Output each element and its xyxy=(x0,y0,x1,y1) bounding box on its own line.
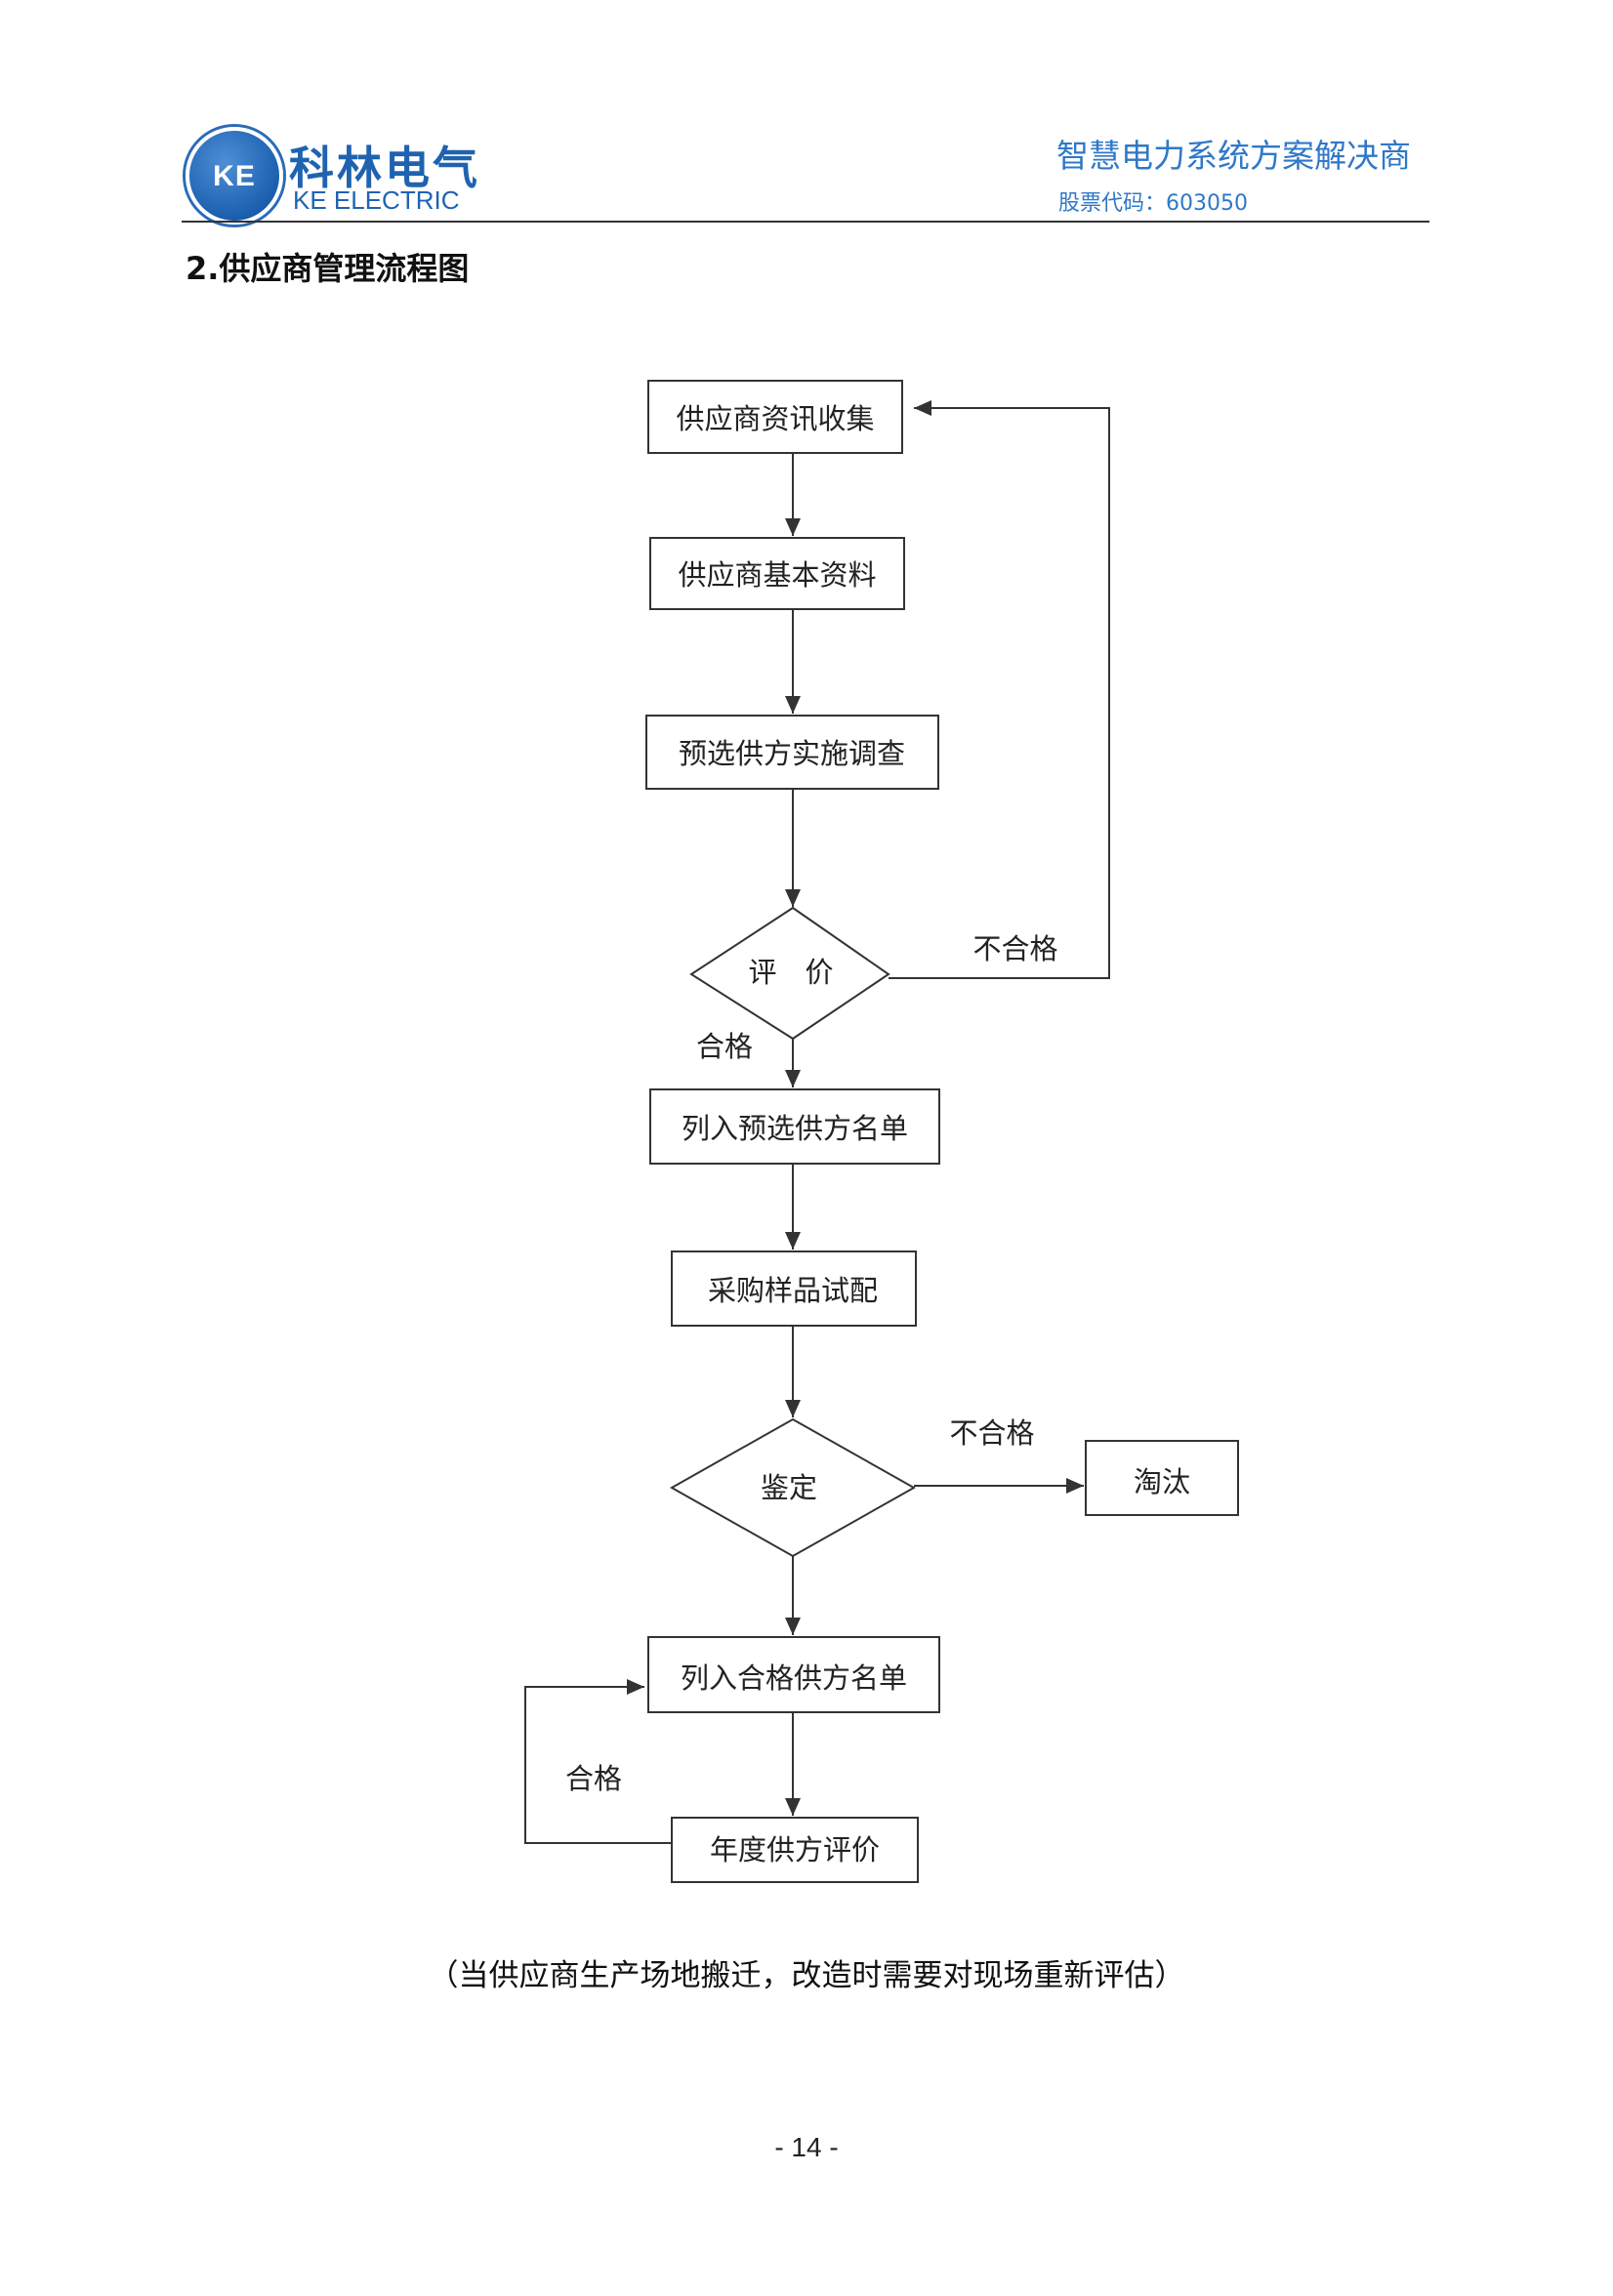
node-survey-box xyxy=(645,715,939,790)
node-preselect-box xyxy=(649,1088,940,1165)
node-basic-label: 供应商基本资料 xyxy=(678,558,876,592)
edge-evaluate-fail-loop xyxy=(889,400,1110,979)
edge-annual-pass-label: 合格 xyxy=(565,1762,622,1795)
node-annual-label: 年度供方评价 xyxy=(710,1833,880,1866)
company-name-en: KE ELECTRIC xyxy=(293,185,460,215)
figure-caption: （当供应商生产场地搬迁，改造时需要对现场重新评估） xyxy=(428,1958,1185,1993)
node-preselect-label: 列入预选供方名单 xyxy=(682,1112,908,1145)
node-appraise-diamond xyxy=(669,1417,917,1558)
node-collect-box xyxy=(647,380,903,454)
edge-appraise-fail-label: 不合格 xyxy=(949,1416,1034,1450)
section-title: 2.供应商管理流程图 xyxy=(186,250,470,287)
node-qualified-label: 列入合格供方名单 xyxy=(681,1661,907,1695)
ke-logo: KE xyxy=(186,127,283,225)
header-divider xyxy=(182,221,1429,223)
node-collect-label: 供应商资讯收集 xyxy=(676,402,874,435)
flowchart: 供应商资讯收集 供应商基本资料 预选供方实施调查 评 价 列入预选供方名单 采购… xyxy=(524,380,1239,1883)
node-sample-label: 采购样品试配 xyxy=(708,1274,878,1307)
stock-code: 股票代码：603050 xyxy=(1058,191,1248,216)
company-slogan: 智慧电力系统方案解决商 xyxy=(1056,137,1411,175)
node-evaluate-label: 评 价 xyxy=(748,956,833,989)
edge-evaluate-pass-label: 合格 xyxy=(696,1030,753,1063)
edge-evaluate-fail-label: 不合格 xyxy=(972,932,1057,965)
edge-annual-pass-loop xyxy=(524,1679,672,1844)
node-sample-box xyxy=(671,1250,917,1327)
company-name-cn: 科林电气 xyxy=(289,142,480,194)
node-eliminate-box xyxy=(1085,1440,1239,1516)
node-qualified-box xyxy=(647,1636,940,1713)
node-evaluate-diamond xyxy=(689,906,890,1041)
node-basic-box xyxy=(649,537,905,610)
node-eliminate-label: 淘汰 xyxy=(1134,1465,1190,1498)
node-appraise-label: 鉴定 xyxy=(761,1471,817,1504)
node-annual-box xyxy=(671,1817,919,1883)
node-survey-label: 预选供方实施调查 xyxy=(679,737,905,770)
page-number: - 14 - xyxy=(774,2132,839,2162)
logo-text: KE xyxy=(213,160,256,192)
